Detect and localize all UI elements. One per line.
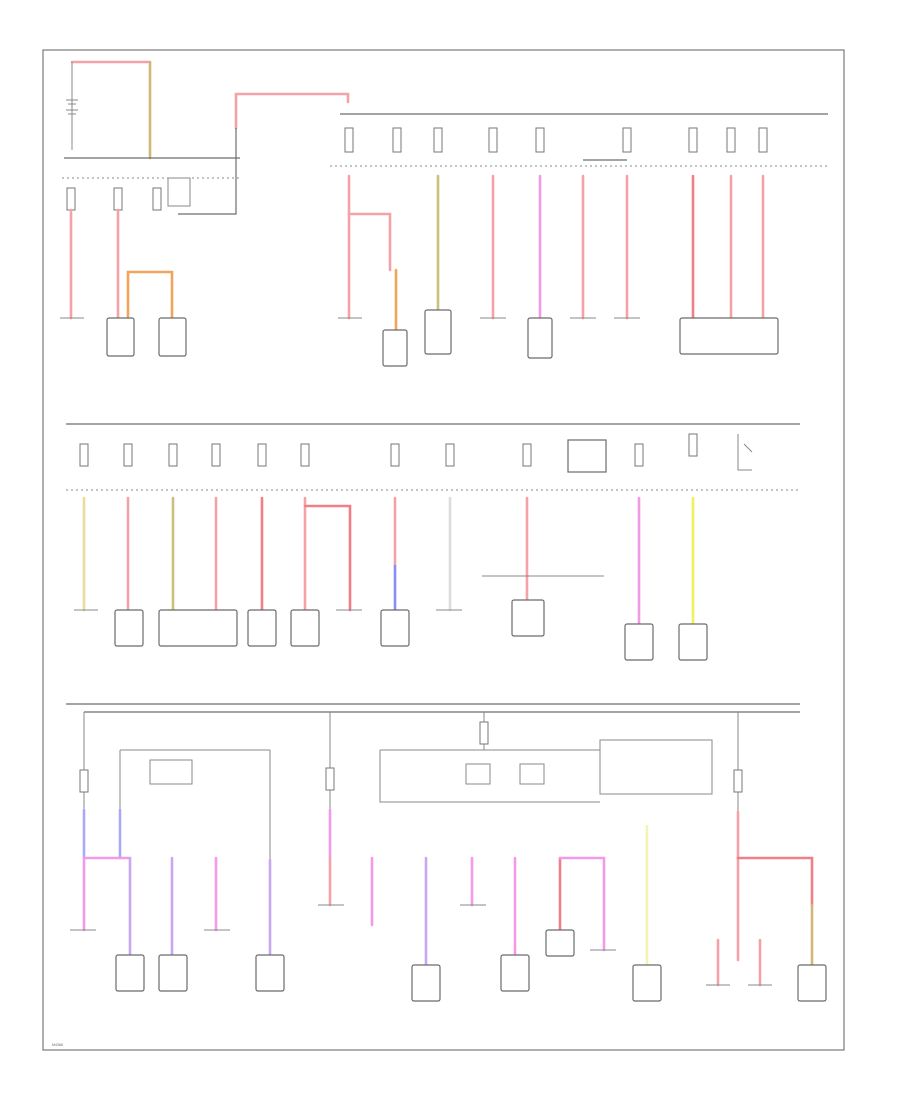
section-middle bbox=[66, 423, 800, 661]
fuse bbox=[390, 443, 400, 467]
wire-main-feed bbox=[234, 92, 350, 130]
relay-box bbox=[519, 763, 545, 785]
component bbox=[382, 329, 408, 367]
bus-bottom-lower bbox=[83, 712, 739, 860]
component bbox=[797, 964, 827, 1002]
relay-starter bbox=[167, 177, 191, 207]
fuse bbox=[479, 721, 489, 745]
diagram-frame bbox=[42, 49, 845, 1051]
fuse bbox=[433, 127, 443, 153]
fuse bbox=[634, 443, 644, 467]
connector-mark bbox=[74, 575, 604, 611]
fuse bbox=[113, 187, 123, 211]
fuse bbox=[758, 127, 768, 153]
component bbox=[158, 317, 187, 357]
relay-box bbox=[599, 739, 713, 795]
component bbox=[290, 609, 320, 647]
wire-main-feed-return bbox=[178, 128, 237, 215]
fuse bbox=[733, 769, 743, 793]
fuse bbox=[79, 443, 89, 467]
fuse bbox=[66, 187, 76, 211]
relay-box bbox=[567, 439, 607, 473]
relay-box bbox=[149, 759, 193, 785]
component bbox=[158, 609, 238, 647]
component bbox=[679, 317, 779, 355]
component bbox=[411, 964, 441, 1002]
component bbox=[255, 954, 285, 992]
wire-fuse-1-branch bbox=[347, 212, 392, 272]
wire-generator bbox=[126, 270, 174, 320]
component bbox=[380, 609, 410, 647]
fuse bbox=[688, 127, 698, 153]
component bbox=[624, 623, 654, 661]
component bbox=[115, 954, 145, 992]
fuse bbox=[726, 127, 736, 153]
fuse bbox=[622, 127, 632, 153]
component bbox=[632, 964, 662, 1002]
fuse bbox=[257, 443, 267, 467]
fuse bbox=[688, 433, 698, 457]
component bbox=[500, 954, 530, 992]
fuse bbox=[123, 443, 133, 467]
fuse bbox=[488, 127, 498, 153]
component bbox=[511, 599, 545, 637]
wire-bottom-14 bbox=[558, 856, 606, 952]
battery-symbol bbox=[66, 62, 78, 150]
fuse bbox=[300, 443, 310, 467]
fuse bbox=[152, 187, 162, 211]
wire-mid-6-branch bbox=[303, 504, 352, 612]
fuse bbox=[168, 443, 178, 467]
component bbox=[678, 623, 708, 661]
diagram-id-label: M4386 bbox=[52, 1043, 63, 1047]
section-top bbox=[60, 60, 828, 367]
section-bottom bbox=[66, 703, 827, 1002]
fuse bbox=[344, 127, 354, 153]
fuse bbox=[392, 127, 402, 153]
component bbox=[545, 929, 575, 957]
fuse bbox=[445, 443, 455, 467]
fuse bbox=[522, 443, 532, 467]
fuse bbox=[79, 769, 89, 793]
component bbox=[158, 954, 188, 992]
wire-bottom-right-branch bbox=[736, 856, 814, 907]
component bbox=[527, 317, 553, 359]
connector-mark bbox=[70, 904, 772, 986]
fuse bbox=[211, 443, 221, 467]
component bbox=[247, 609, 277, 647]
relay-box bbox=[465, 763, 491, 785]
component bbox=[114, 609, 144, 647]
component bbox=[424, 309, 452, 355]
relay-right bbox=[737, 434, 753, 471]
fuse bbox=[325, 767, 335, 791]
component bbox=[106, 317, 135, 357]
fuse bbox=[535, 127, 545, 153]
